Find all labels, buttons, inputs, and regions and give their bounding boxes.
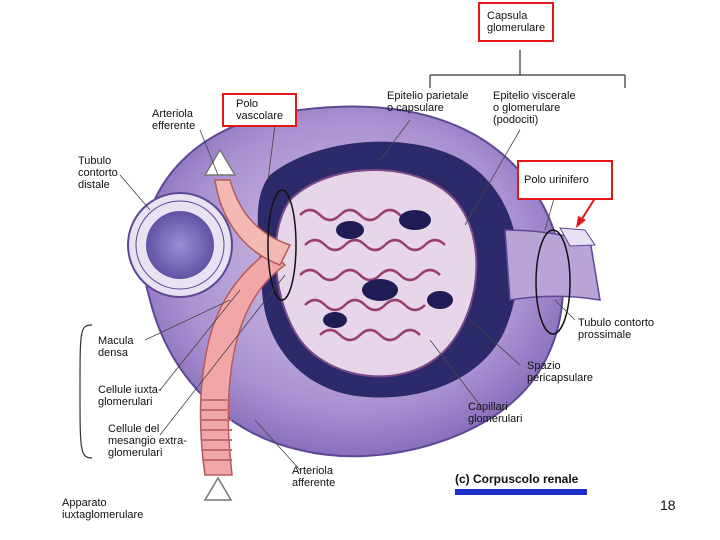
figure-caption: (c) Corpuscolo renale <box>455 472 579 486</box>
cellule-mesangio-label: Cellule del mesangio extra- glomerulari <box>108 423 187 459</box>
polo-vascolare-box: Polo vascolare <box>222 93 298 127</box>
spazio-pericapsulare-label: Spazio pericapsulare <box>527 360 594 384</box>
page-number: 18 <box>660 497 676 513</box>
arteriole-rings <box>200 399 232 461</box>
polo-vascolare-label: Polo vascolare <box>236 98 284 122</box>
efferent-arteriole <box>214 179 292 266</box>
macula-densa-label: Macula densa <box>98 335 134 359</box>
epitelio-viscerale-label: Epitelio viscerale o glomerulare (podoci… <box>493 90 576 126</box>
capillary-loops <box>299 208 446 342</box>
epitelio-parietale-label: Epitelio parietale o capsulare <box>387 90 469 114</box>
apparato-label: Apparato iuxtaglomerulare <box>62 497 144 521</box>
glomerulus <box>274 169 478 378</box>
lumen-holes <box>323 210 453 328</box>
capsula-glomerulare-box: Capsula glomerulare <box>478 2 555 42</box>
tubulo-distale-label: Tubulo contorto distale <box>78 155 118 191</box>
arteriola-efferente-label: Arteriola efferente <box>152 108 196 132</box>
capillari-label: Capillari glomerulari <box>468 401 523 425</box>
cellule-iuxta-label: Cellule iuxta- glomerulari <box>98 384 162 408</box>
capsula-glomerulare-label: Capsula glomerulare <box>487 10 546 34</box>
arteriola-afferente-label: Arteriola afferente <box>292 465 336 489</box>
polo-urinifero-box: Polo urinifero <box>517 160 613 200</box>
proximal-tubule <box>504 229 601 301</box>
polo-urinifero-label: Polo urinifero <box>524 174 589 186</box>
tubulo-prossimale-label: Tubulo contorto prossimale <box>578 317 655 341</box>
leader-lines <box>119 119 576 471</box>
caption-underline-bar <box>455 489 587 495</box>
